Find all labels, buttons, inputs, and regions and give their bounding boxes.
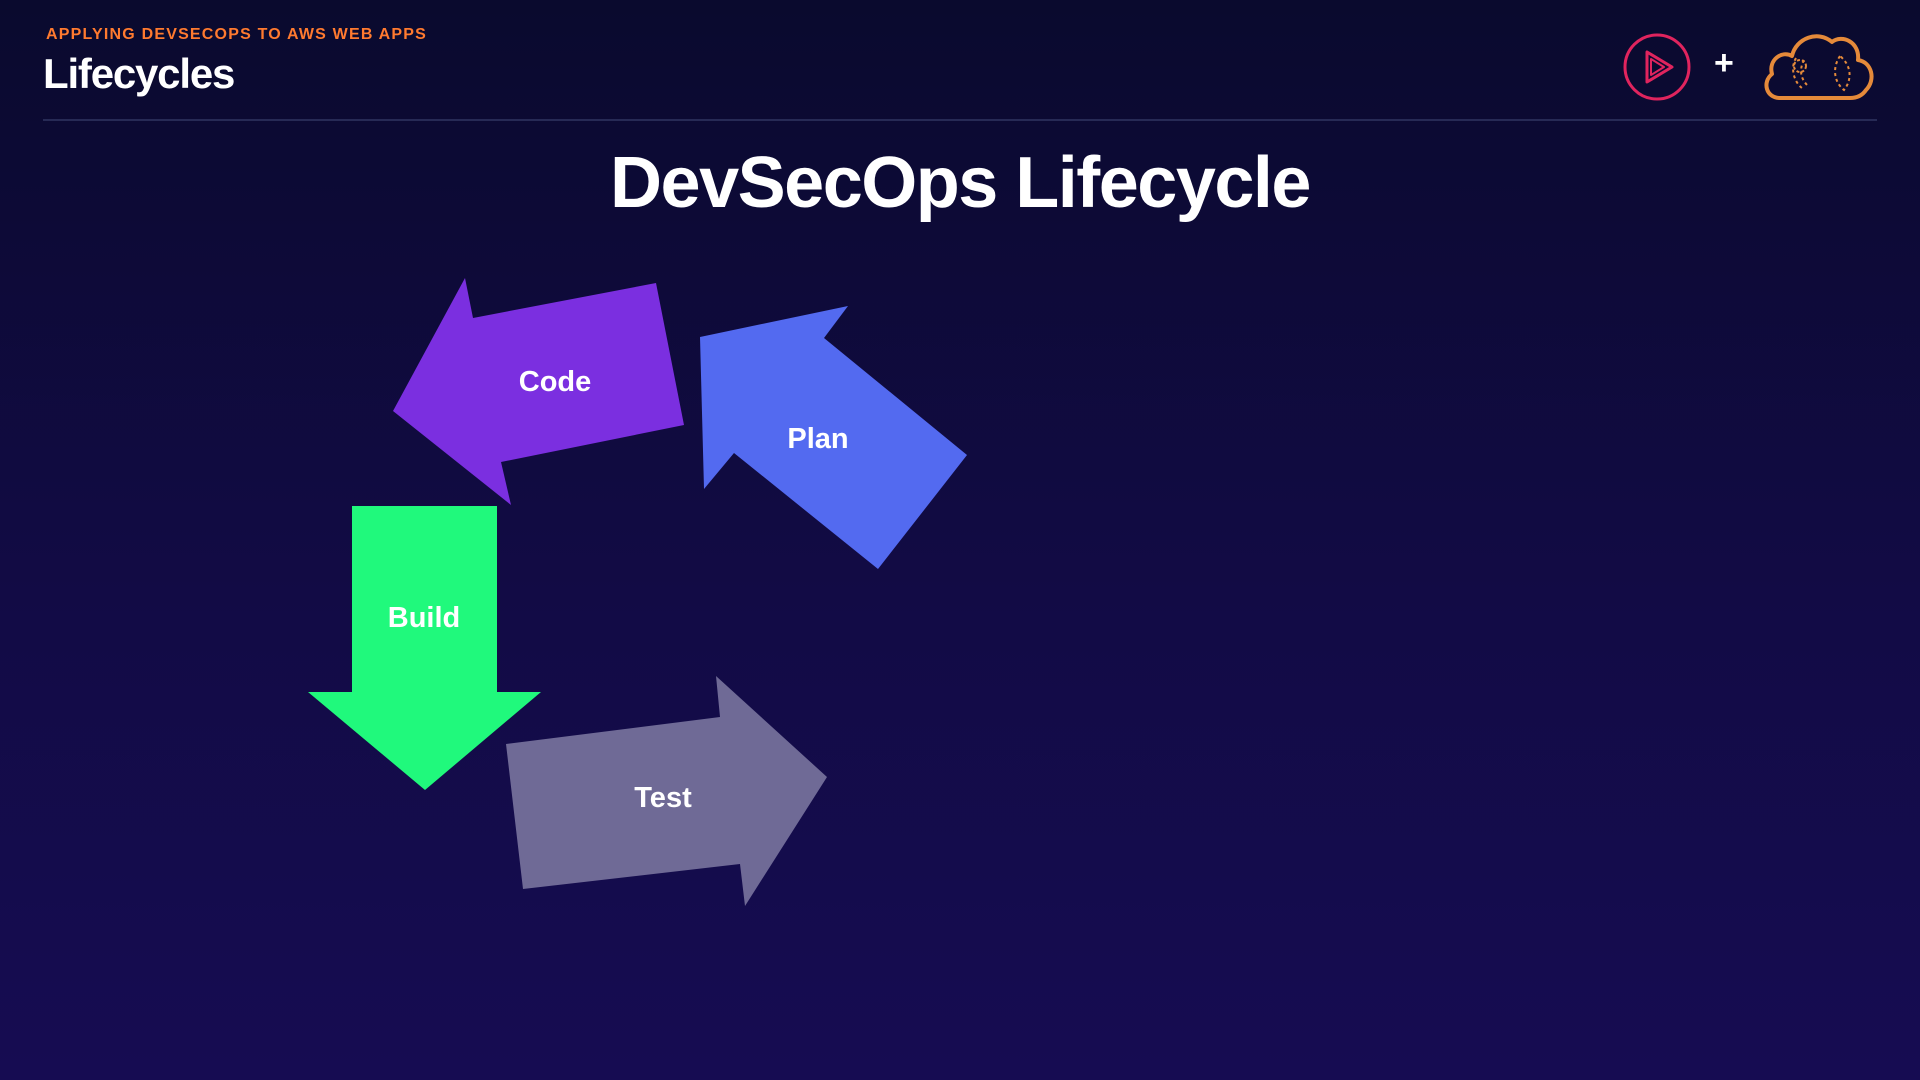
page-title: Lifecycles [43,50,235,97]
plan-arrow-shape [700,306,967,569]
plan-label: Plan [787,423,848,455]
build-arrow: Build [308,506,541,790]
plus-sign: + [1714,44,1734,82]
code-arrow: Code [393,278,684,505]
play-circle-icon [1623,33,1691,101]
code-arrow-shape [393,278,684,505]
diagram-title: DevSecOps Lifecycle [610,143,1311,223]
test-label: Test [634,782,692,814]
cloud-icon [1764,34,1874,100]
header-divider [43,119,1877,121]
build-arrow-shape [308,506,541,790]
build-label: Build [388,602,461,634]
plan-arrow: Plan [700,306,967,569]
test-arrow-shape [506,676,827,906]
code-label: Code [519,366,592,398]
header-kicker: APPLYING DEVSECOPS TO AWS WEB APPS [46,26,428,43]
test-arrow: Test [506,676,827,906]
